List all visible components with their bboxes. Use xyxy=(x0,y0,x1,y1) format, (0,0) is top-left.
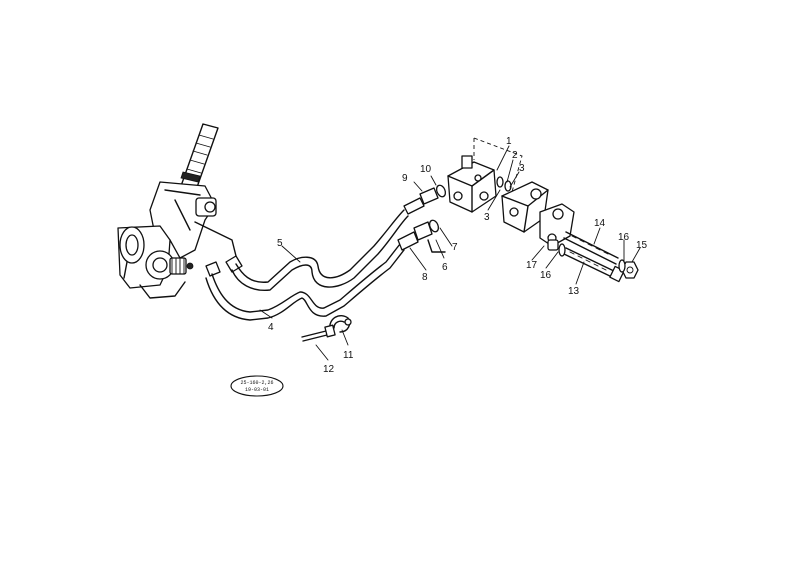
fittings-group xyxy=(397,184,447,253)
washer-16 xyxy=(618,259,626,273)
steering-gear-housing xyxy=(117,181,217,299)
callout-2: 2 xyxy=(512,150,518,161)
callout-4: 4 xyxy=(268,322,274,333)
callout-10: 10 xyxy=(420,164,432,175)
callout-8: 8 xyxy=(422,272,428,283)
bolt-14 xyxy=(563,231,619,265)
nut-16-left xyxy=(558,243,566,257)
callout-11: 11 xyxy=(343,350,354,361)
valve-block-1 xyxy=(447,137,523,213)
callout-14: 14 xyxy=(594,218,606,229)
callout-3-bottom: 3 xyxy=(484,212,490,223)
callout-15: 15 xyxy=(636,240,648,251)
housing-fittings xyxy=(194,221,243,277)
callout-7: 7 xyxy=(452,242,458,253)
pipe-clip-11 xyxy=(329,314,352,333)
callout-16-right: 16 xyxy=(618,232,630,243)
callout-12: 12 xyxy=(323,364,335,375)
hydraulic-pipe-5 xyxy=(231,209,409,291)
callout-16-left: 16 xyxy=(540,270,552,281)
valve-block-right xyxy=(501,181,575,251)
stamp-line-1: 25-160-2,26 xyxy=(240,380,273,386)
hydraulic-pipe-4 xyxy=(205,243,405,321)
callout-3-top: 3 xyxy=(519,163,525,174)
callout-labels: 1 2 3 3 4 5 6 7 8 9 10 11 12 13 14 15 16… xyxy=(268,136,648,375)
stamp-line-2: 19-03-01 xyxy=(245,387,269,393)
callout-1: 1 xyxy=(506,136,512,147)
callout-13: 13 xyxy=(568,286,580,297)
bolt-12 xyxy=(301,324,336,342)
drawing-reference-stamp: 25-160-2,26 19-03-01 xyxy=(230,375,284,397)
leader-lines xyxy=(259,145,641,361)
callout-6: 6 xyxy=(442,262,448,273)
steering-column xyxy=(180,123,219,191)
washers-2-3 xyxy=(496,176,512,192)
callout-5: 5 xyxy=(277,238,283,249)
callout-9: 9 xyxy=(402,173,408,184)
callout-17: 17 xyxy=(526,260,538,271)
